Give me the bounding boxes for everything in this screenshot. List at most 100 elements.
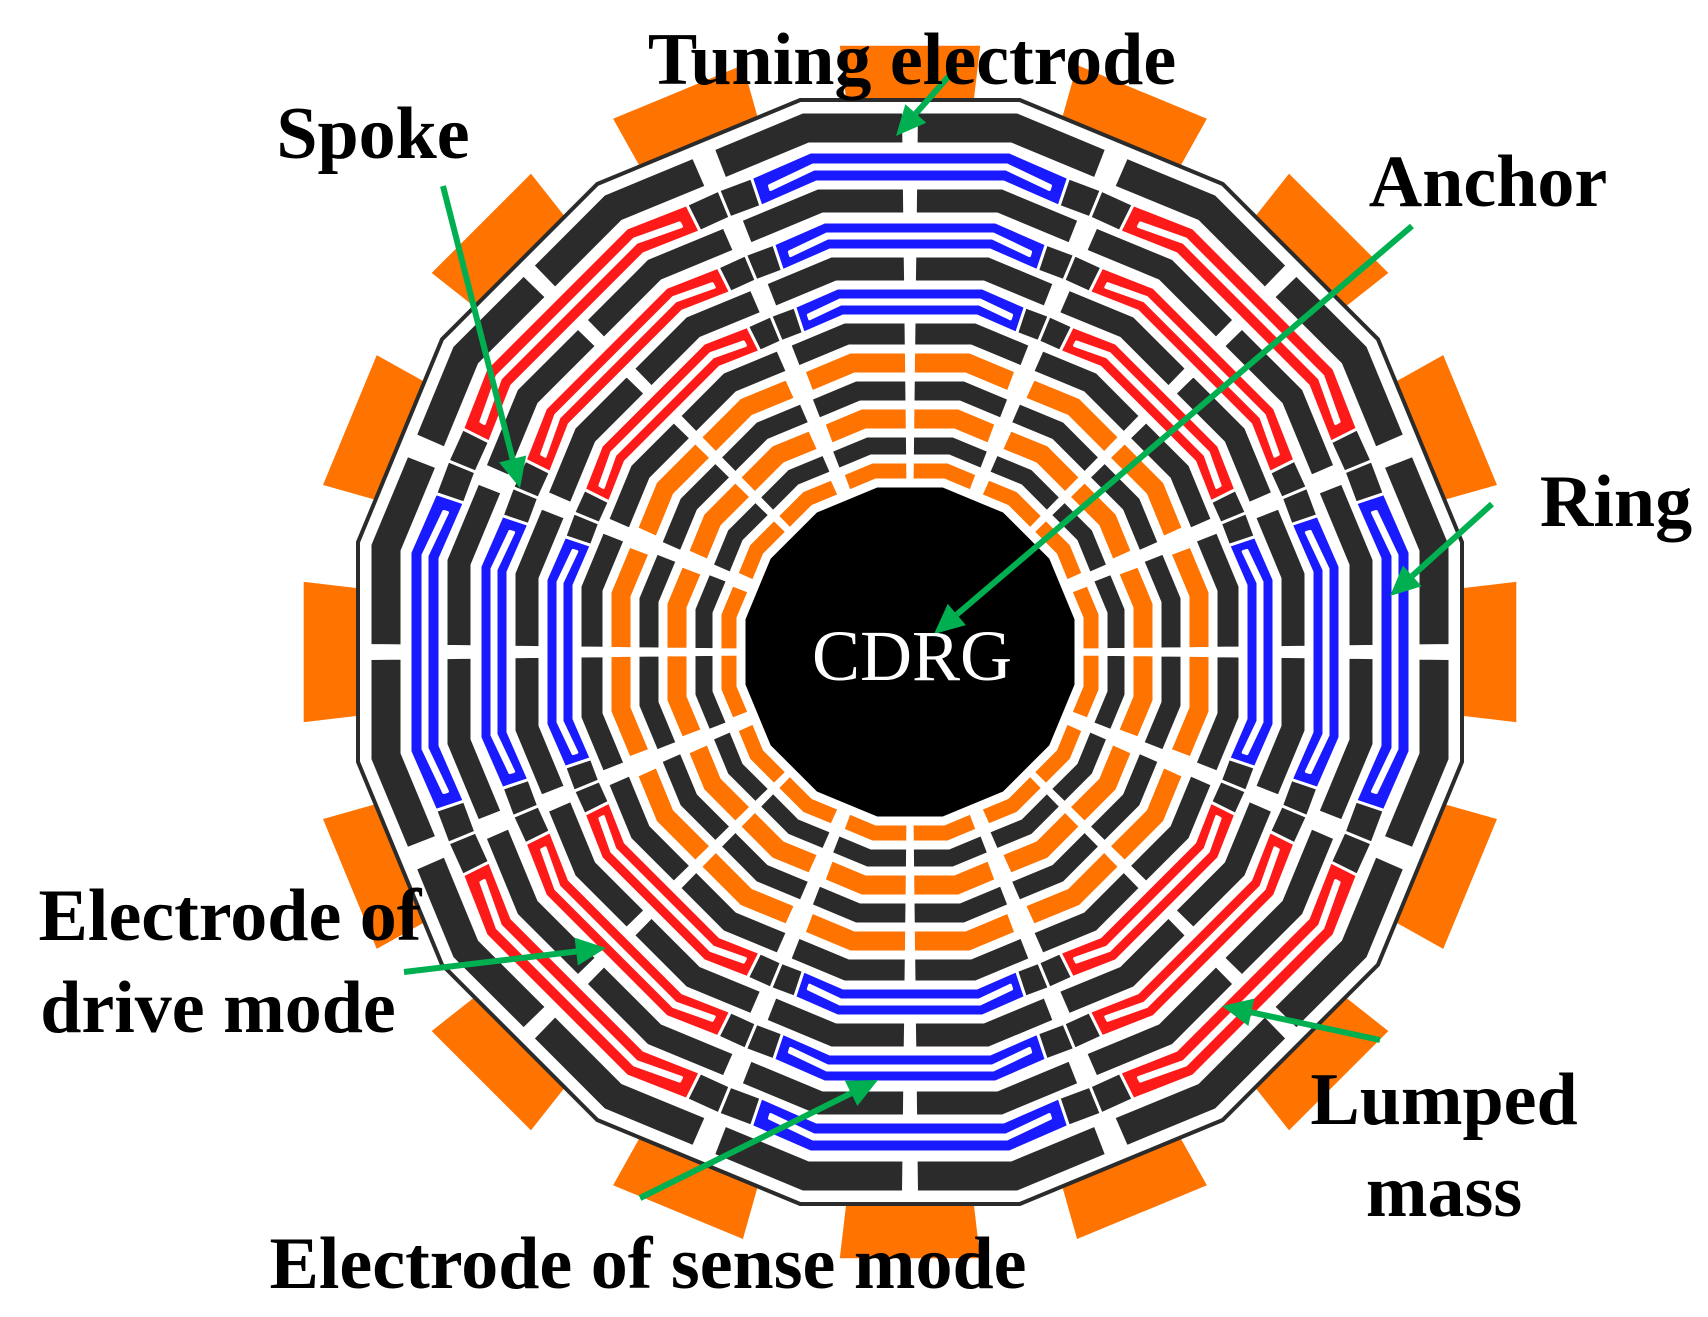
inner-tuning-electrode (775, 477, 841, 531)
lumped-mass (912, 995, 1056, 1050)
lumped-mass (413, 273, 548, 450)
spoke (1221, 963, 1238, 980)
spoke (1221, 324, 1238, 341)
lumped-mass (545, 798, 647, 931)
spoke (1218, 511, 1257, 547)
spoke (1091, 567, 1110, 579)
arrow-spoke (440, 185, 516, 460)
lumped-mass (809, 378, 909, 421)
lumped-mass (1031, 869, 1142, 956)
lumped-mass (1173, 798, 1275, 931)
lumped-mass (1008, 829, 1102, 903)
spoke (1087, 458, 1104, 475)
lumped-mass (911, 883, 1011, 926)
electrode-stripe (598, 815, 747, 964)
spoke (1142, 746, 1162, 758)
inner-tuning-electrode (1067, 480, 1134, 562)
electrode-stripe (768, 163, 1052, 191)
inner-tuning-electrode (608, 544, 652, 651)
arrow-lumped-mass-head (1222, 998, 1255, 1026)
inner-tuning-electrode (1168, 544, 1212, 651)
arrow-tuning-electrode (913, 66, 959, 116)
spoke (1105, 158, 1116, 177)
lumped-mass (483, 326, 599, 478)
inner-tuning-electrode (718, 583, 751, 652)
lumped-mass (1141, 653, 1184, 753)
spoke (1047, 498, 1064, 515)
electrode-stripe (1073, 815, 1222, 964)
lumped-mass (1193, 530, 1242, 650)
spoke (1057, 1084, 1103, 1128)
label-anchor: Anchor (1369, 141, 1607, 223)
spoke (446, 427, 491, 474)
inner-tuning-electrode (635, 440, 713, 539)
lumped-mass (764, 254, 908, 309)
inner-tuning-electrode (1000, 428, 1082, 495)
lumped-mass (1316, 655, 1376, 823)
lumped-mass (912, 935, 1032, 984)
spoke (1051, 997, 1063, 1016)
electrode-stripe (806, 983, 1014, 1006)
inner-tuning-electrode (664, 564, 704, 651)
lumped-mass (914, 1123, 1109, 1194)
inner-tuning-electrode (1067, 742, 1134, 824)
inner-tuning-electrode (979, 773, 1045, 827)
spoke (1272, 273, 1289, 290)
lumped-mass (692, 571, 729, 652)
lumped-mass (1091, 571, 1128, 652)
spoke (1173, 372, 1190, 389)
inner-tuning-electrode (718, 652, 751, 721)
electrode-stripe (1371, 510, 1399, 794)
spoke (1036, 1021, 1077, 1062)
electrode-stripe (540, 846, 716, 1022)
inner-tuning-electrode (911, 406, 998, 446)
electrode-stripe (1241, 548, 1264, 756)
inner-tuning-electrode (698, 377, 797, 455)
spoke (746, 951, 783, 990)
spoke (1087, 829, 1104, 846)
lumped-mass (584, 225, 736, 341)
spoke (416, 847, 435, 858)
label-sense-electrode: Electrode of sense mode (270, 1223, 1027, 1305)
spoke (1279, 485, 1320, 526)
electrode-stripe (479, 221, 683, 425)
spoke (1004, 400, 1016, 420)
lumped-mass (584, 963, 736, 1079)
spoke (983, 452, 995, 471)
spoke (546, 499, 565, 511)
lumped-mass (987, 452, 1063, 514)
spoke (983, 833, 995, 852)
arrow-ring (1410, 501, 1495, 579)
spoke (607, 768, 626, 779)
spoke (500, 778, 541, 819)
arrow-sense-electrode-head (844, 1080, 878, 1106)
spoke (607, 525, 626, 536)
lumped-mass (829, 434, 910, 471)
lumped-mass (913, 1058, 1081, 1118)
spoke (531, 1014, 548, 1031)
spoke (710, 725, 729, 737)
spoke (416, 446, 435, 457)
lumped-mass (718, 401, 812, 475)
lumped-mass (1084, 963, 1236, 1079)
spoke (563, 757, 602, 793)
spoke (483, 473, 502, 485)
spoke (1142, 546, 1162, 558)
lumped-mass (1091, 652, 1128, 733)
electrode-stripe (556, 548, 579, 756)
lumped-mass (578, 654, 627, 774)
inner-tuning-electrode (1107, 765, 1185, 864)
arrow-spoke-head (499, 455, 527, 488)
inner-tuning-electrode (738, 809, 820, 876)
inner-tuning-electrode (802, 350, 909, 394)
lumped-mass (1253, 654, 1308, 798)
inner-tuning-electrode (735, 721, 789, 787)
spoke (582, 324, 599, 341)
inner-tuning-electrode (1023, 849, 1122, 927)
electrode-stripe (540, 282, 716, 458)
arrow-tuning-electrode-head (896, 104, 927, 136)
lumped-mass (1087, 750, 1161, 844)
spoke (1062, 253, 1104, 294)
